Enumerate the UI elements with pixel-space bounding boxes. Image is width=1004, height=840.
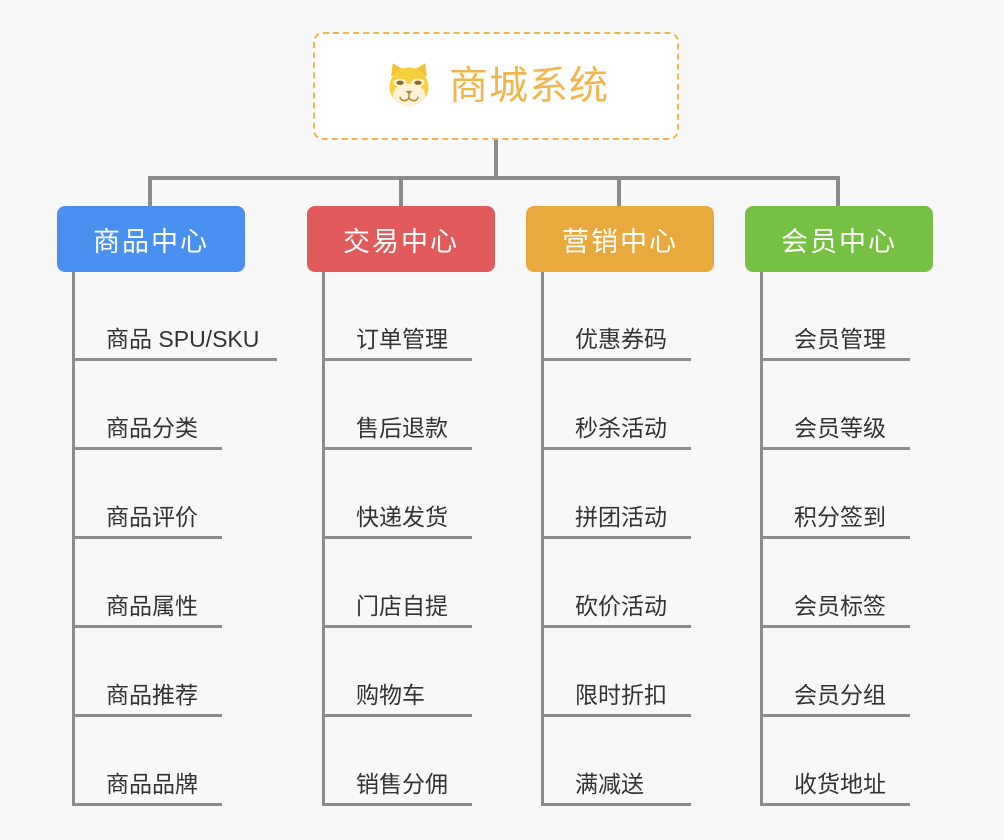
connector-bus	[150, 176, 838, 180]
leaf-item-label: 售后退款	[356, 415, 448, 441]
leaf-item[interactable]: 商品分类	[72, 361, 222, 450]
leaf-item-label: 优惠券码	[575, 326, 667, 352]
leaf-item-underline	[322, 714, 472, 717]
leaf-item[interactable]: 砍价活动	[541, 539, 691, 628]
leaf-item[interactable]: 限时折扣	[541, 628, 691, 717]
category-label-4: 会员中心	[781, 226, 897, 257]
leaf-item[interactable]: 收货地址	[760, 717, 910, 806]
leaf-item-underline	[541, 625, 691, 628]
leaf-item[interactable]: 商品品牌	[72, 717, 222, 806]
category-box-4[interactable]: 会员中心	[745, 206, 933, 272]
leaf-item[interactable]: 优惠券码	[541, 272, 691, 361]
category-box-2[interactable]: 交易中心	[307, 206, 495, 272]
leaf-item-label: 会员标签	[794, 593, 886, 619]
connector-root-stem	[494, 140, 498, 178]
leaf-item-underline	[541, 536, 691, 539]
leaf-item[interactable]: 会员管理	[760, 272, 910, 361]
dog-face-icon	[389, 63, 429, 108]
branch-trunk-2	[322, 272, 325, 806]
leaf-item-label: 快递发货	[356, 504, 448, 530]
connector-drop-3	[617, 176, 621, 208]
leaf-item-label: 会员等级	[794, 415, 886, 441]
leaf-item-label: 满减送	[575, 771, 644, 797]
leaf-item-label: 收货地址	[794, 771, 886, 797]
connector-drop-4	[836, 176, 840, 208]
leaf-item-label: 砍价活动	[575, 593, 667, 619]
leaf-item-underline	[322, 447, 472, 450]
leaf-item-underline	[322, 625, 472, 628]
category-box-3[interactable]: 营销中心	[526, 206, 714, 272]
leaf-item-underline	[760, 714, 910, 717]
leaf-item[interactable]: 满减送	[541, 717, 691, 806]
connector-drop-2	[399, 176, 403, 208]
leaf-item-label: 商品 SPU/SKU	[106, 326, 260, 352]
leaf-item-underline	[541, 447, 691, 450]
leaf-item-underline	[541, 714, 691, 717]
leaf-item-underline	[760, 625, 910, 628]
leaf-item-underline	[72, 803, 222, 806]
leaf-item[interactable]: 商品推荐	[72, 628, 222, 717]
leaf-item-label: 商品分类	[106, 415, 198, 441]
leaf-item-underline	[322, 803, 472, 806]
leaf-item[interactable]: 购物车	[322, 628, 472, 717]
leaf-item[interactable]: 积分签到	[760, 450, 910, 539]
leaf-item[interactable]: 拼团活动	[541, 450, 691, 539]
leaf-item-underline	[760, 447, 910, 450]
leaf-item[interactable]: 秒杀活动	[541, 361, 691, 450]
leaf-item-label: 商品属性	[106, 593, 198, 619]
leaf-item[interactable]: 会员分组	[760, 628, 910, 717]
leaf-item[interactable]: 售后退款	[322, 361, 472, 450]
leaf-item[interactable]: 快递发货	[322, 450, 472, 539]
leaf-item[interactable]: 商品属性	[72, 539, 222, 628]
leaf-item-underline	[541, 358, 691, 361]
leaf-item-label: 商品品牌	[106, 771, 198, 797]
category-label-3: 营销中心	[562, 226, 678, 257]
leaf-item-label: 销售分佣	[356, 771, 448, 797]
leaf-item-label: 会员分组	[794, 682, 886, 708]
leaf-item-label: 拼团活动	[575, 504, 667, 530]
leaf-item[interactable]: 商品 SPU/SKU	[72, 272, 277, 361]
leaf-item-underline	[72, 536, 222, 539]
leaf-item-label: 购物车	[356, 682, 425, 708]
leaf-item-underline	[72, 358, 277, 361]
connector-drop-1	[148, 176, 152, 208]
leaf-item-underline	[72, 625, 222, 628]
leaf-item-label: 积分签到	[794, 504, 886, 530]
leaf-item[interactable]: 门店自提	[322, 539, 472, 628]
leaf-item-underline	[760, 803, 910, 806]
branch-trunk-1	[72, 272, 75, 806]
leaf-item-label: 商品评价	[106, 504, 198, 530]
leaf-item-label: 订单管理	[356, 326, 448, 352]
leaf-item-underline	[760, 536, 910, 539]
leaf-item-underline	[322, 536, 472, 539]
leaf-item-underline	[541, 803, 691, 806]
root-node[interactable]: 商城系统	[313, 32, 679, 140]
leaf-item[interactable]: 会员标签	[760, 539, 910, 628]
leaf-item[interactable]: 订单管理	[322, 272, 472, 361]
leaf-item-underline	[322, 358, 472, 361]
leaf-item-underline	[72, 447, 222, 450]
category-label-1: 商品中心	[93, 226, 209, 257]
category-box-1[interactable]: 商品中心	[57, 206, 245, 272]
leaf-item[interactable]: 商品评价	[72, 450, 222, 539]
leaf-item-label: 门店自提	[356, 593, 448, 619]
leaf-item-label: 秒杀活动	[575, 415, 667, 441]
leaf-item-underline	[760, 358, 910, 361]
category-label-2: 交易中心	[343, 226, 459, 257]
leaf-item[interactable]: 销售分佣	[322, 717, 472, 806]
branch-trunk-3	[541, 272, 544, 806]
leaf-item-label: 限时折扣	[575, 682, 667, 708]
leaf-item-label: 会员管理	[794, 326, 886, 352]
leaf-item[interactable]: 会员等级	[760, 361, 910, 450]
leaf-item-underline	[72, 714, 222, 717]
branch-trunk-4	[760, 272, 763, 806]
root-title: 商城系统	[448, 64, 609, 108]
leaf-item-label: 商品推荐	[106, 682, 198, 708]
